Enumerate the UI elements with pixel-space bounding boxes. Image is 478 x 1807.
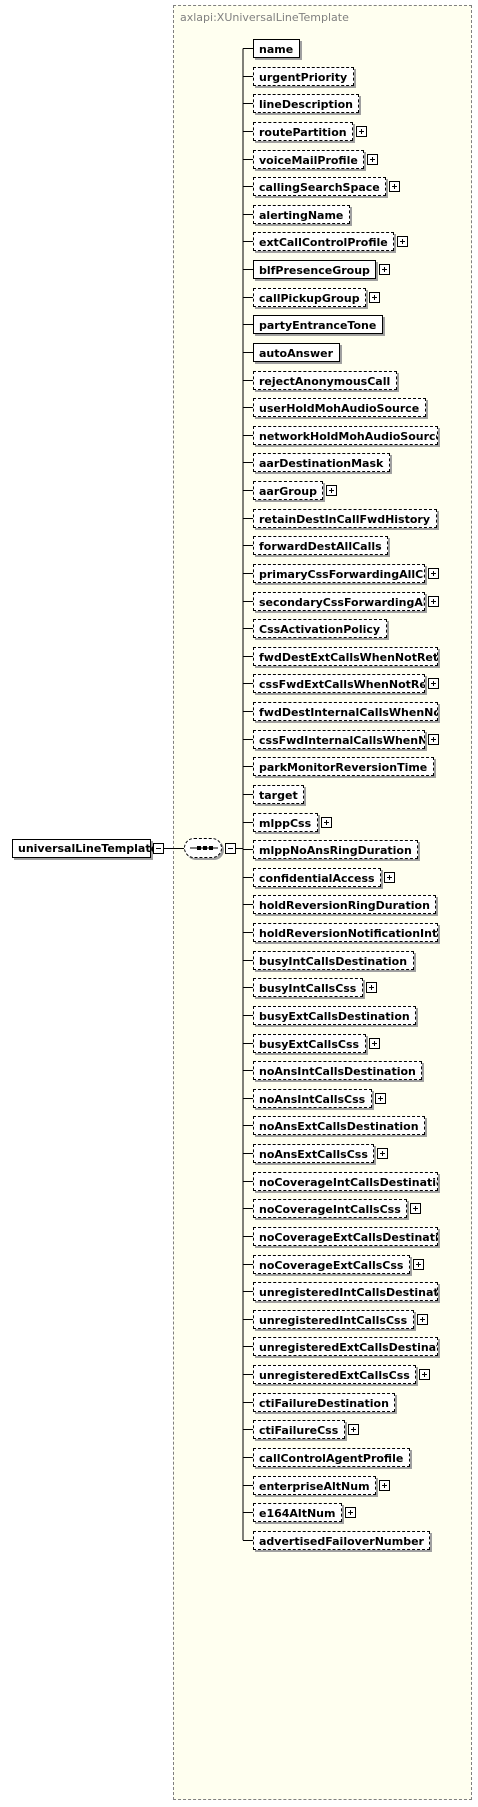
element-25[interactable]: cssFwdInternalCallsWhenNotR... (253, 730, 425, 749)
element-27[interactable]: target (253, 785, 304, 804)
element-51[interactable]: callControlAgentProfile (253, 1448, 410, 1467)
expand-icon[interactable] (419, 1369, 430, 1380)
element-47[interactable]: unregisteredExtCallsDestination (253, 1337, 438, 1356)
element-0[interactable]: name (253, 39, 300, 58)
element-52[interactable]: enterpriseAltNum (253, 1476, 376, 1495)
expand-icon[interactable] (375, 1093, 386, 1104)
expand-icon[interactable] (428, 568, 439, 579)
sequence-compositor (184, 838, 222, 858)
element-4[interactable]: voiceMailProfile (253, 150, 364, 169)
element-28[interactable]: mlppCss (253, 813, 318, 832)
expand-icon[interactable] (348, 1424, 359, 1435)
expand-icon[interactable] (379, 1480, 390, 1491)
element-41[interactable]: noCoverageIntCallsDestination (253, 1172, 438, 1191)
element-5[interactable]: callingSearchSpace (253, 177, 386, 196)
element-17[interactable]: retainDestInCallFwdHistory (253, 509, 437, 528)
element-29[interactable]: mlppNoAnsRingDuration (253, 840, 418, 859)
element-19[interactable]: primaryCssForwardingAllCalls (253, 564, 425, 583)
expand-icon[interactable] (369, 1038, 380, 1049)
element-40[interactable]: noAnsExtCallsCss (253, 1144, 374, 1163)
element-33[interactable]: busyIntCallsDestination (253, 951, 414, 970)
element-13[interactable]: userHoldMohAudioSource (253, 398, 426, 417)
element-49[interactable]: ctiFailureDestination (253, 1393, 395, 1412)
element-15[interactable]: aarDestinationMask (253, 453, 390, 472)
element-12[interactable]: rejectAnonymousCall (253, 371, 397, 390)
element-20[interactable]: secondaryCssForwardingAllCa... (253, 592, 425, 611)
element-37[interactable]: noAnsIntCallsDestination (253, 1061, 422, 1080)
element-54[interactable]: advertisedFailoverNumber (253, 1531, 430, 1550)
expand-icon[interactable] (367, 154, 378, 165)
element-8[interactable]: blfPresenceGroup (253, 260, 376, 279)
sequence-icon (190, 846, 218, 850)
expand-icon[interactable] (428, 734, 439, 745)
expand-icon[interactable] (417, 1314, 428, 1325)
element-22[interactable]: fwdDestExtCallsWhenNotRetriew... (253, 647, 438, 666)
element-53[interactable]: e164AltNum (253, 1503, 342, 1522)
element-16[interactable]: aarGroup (253, 481, 323, 500)
element-39[interactable]: noAnsExtCallsDestination (253, 1116, 425, 1135)
element-14[interactable]: networkHoldMohAudioSource (253, 426, 438, 445)
expand-icon[interactable] (356, 126, 367, 137)
element-45[interactable]: unregisteredIntCallsDestination (253, 1282, 438, 1301)
expand-icon[interactable] (377, 1148, 388, 1159)
expand-icon[interactable] (379, 264, 390, 275)
sequence-collapse-icon[interactable] (225, 843, 236, 854)
root-collapse-icon[interactable] (153, 843, 164, 854)
expand-icon[interactable] (413, 1259, 424, 1270)
element-21[interactable]: CssActivationPolicy (253, 619, 387, 638)
element-44[interactable]: noCoverageExtCallsCss (253, 1255, 410, 1274)
expand-icon[interactable] (410, 1203, 421, 1214)
element-36[interactable]: busyExtCallsCss (253, 1034, 366, 1053)
expand-icon[interactable] (428, 596, 439, 607)
element-2[interactable]: lineDescription (253, 94, 359, 113)
expand-icon[interactable] (397, 236, 408, 247)
element-43[interactable]: noCoverageExtCallsDestination (253, 1227, 438, 1246)
element-31[interactable]: holdReversionRingDuration (253, 895, 436, 914)
expand-icon[interactable] (389, 181, 400, 192)
element-23[interactable]: cssFwdExtCallsWhenNotRetrie... (253, 674, 425, 693)
element-38[interactable]: noAnsIntCallsCss (253, 1089, 372, 1108)
root-element-box[interactable]: universalLineTemplate (12, 839, 158, 858)
element-9[interactable]: callPickupGroup (253, 288, 366, 307)
element-30[interactable]: confidentialAccess (253, 868, 381, 887)
expand-icon[interactable] (326, 485, 337, 496)
element-34[interactable]: busyIntCallsCss (253, 978, 363, 997)
element-11[interactable]: autoAnswer (253, 343, 340, 362)
element-1[interactable]: urgentPriority (253, 67, 354, 86)
element-35[interactable]: busyExtCallsDestination (253, 1006, 416, 1025)
element-7[interactable]: extCallControlProfile (253, 232, 394, 251)
type-label: axlapi:XUniversalLineTemplate (180, 11, 349, 24)
expand-icon[interactable] (428, 678, 439, 689)
expand-icon[interactable] (321, 817, 332, 828)
expand-icon[interactable] (384, 872, 395, 883)
element-24[interactable]: fwdDestInternalCallsWhenNotR... (253, 702, 438, 721)
element-42[interactable]: noCoverageIntCallsCss (253, 1199, 407, 1218)
element-26[interactable]: parkMonitorReversionTime (253, 757, 434, 776)
element-18[interactable]: forwardDestAllCalls (253, 536, 388, 555)
expand-icon[interactable] (369, 292, 380, 303)
element-50[interactable]: ctiFailureCss (253, 1420, 345, 1439)
element-6[interactable]: alertingName (253, 205, 350, 224)
element-46[interactable]: unregisteredIntCallsCss (253, 1310, 414, 1329)
element-32[interactable]: holdReversionNotificationInterval (253, 923, 438, 942)
expand-icon[interactable] (345, 1507, 356, 1518)
expand-icon[interactable] (366, 982, 377, 993)
element-3[interactable]: routePartition (253, 122, 353, 141)
element-48[interactable]: unregisteredExtCallsCss (253, 1365, 416, 1384)
element-10[interactable]: partyEntranceTone (253, 315, 383, 334)
